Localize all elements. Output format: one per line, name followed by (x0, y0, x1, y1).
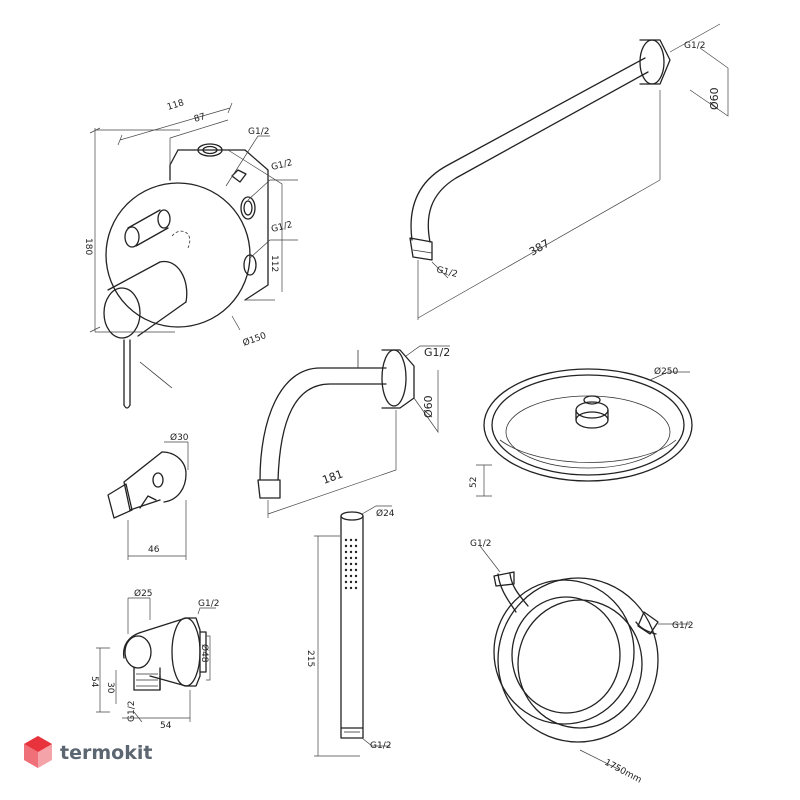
wall-outlet-labels: Ø25 Ø48 54 30 54 G1/2 G1/2 (89, 588, 219, 731)
watermark: termokit (24, 736, 152, 768)
hose-thread-left: G1/2 (470, 539, 491, 549)
outlet-diameter-48: Ø48 (199, 644, 210, 663)
mixer-drawing (89, 102, 298, 409)
cube-logo-icon (24, 736, 52, 768)
spout-diameter-60: Ø60 (422, 395, 435, 418)
holder-diameter-30: Ø30 (170, 432, 189, 443)
arm-thread-bottom: G1/2 (435, 265, 458, 280)
holder-drawing (107, 441, 189, 560)
hose-drawing (479, 545, 690, 771)
shower-arm-drawing (409, 23, 729, 320)
hose-length: 1750mm (603, 758, 643, 786)
hand-thread: G1/2 (370, 741, 391, 751)
overhead-diameter-250: Ø250 (654, 366, 679, 377)
overhead-height-52: 52 (469, 477, 479, 488)
spout-thread: G1/2 (424, 346, 450, 359)
outlet-width-54: 54 (160, 721, 172, 731)
nozzle-dots (344, 538, 358, 590)
holder-width-46: 46 (148, 545, 160, 555)
outlet-height-30: 30 (105, 682, 115, 694)
mixer-thread-2: G1/2 (270, 158, 293, 173)
mixer-height-112: 112 (269, 255, 279, 272)
spout-labels: 181 Ø60 G1/2 (321, 346, 451, 487)
arm-thread-top: G1/2 (684, 41, 705, 51)
mixer-height-180: 180 (83, 238, 93, 255)
outlet-diameter-25: Ø25 (134, 588, 153, 599)
outlet-thread-bottom: G1/2 (127, 701, 137, 722)
hand-diameter-24: Ø24 (376, 508, 395, 519)
hand-length-215: 215 (305, 650, 315, 667)
hand-shower-drawing (314, 505, 392, 757)
spout-length-181: 181 (321, 467, 345, 486)
spout-drawing (257, 345, 450, 518)
hose-labels: G1/2 G1/2 1750mm (470, 539, 693, 786)
hose-thread-right: G1/2 (672, 621, 693, 631)
mixer-labels: 118 87 180 112 Ø150 G1/2 G1/2 G1/2 (83, 98, 294, 349)
overhead-shower-drawing (476, 368, 693, 497)
wall-outlet-drawing (96, 597, 216, 723)
mixer-thread-1: G1/2 (248, 127, 269, 137)
overhead-shower-labels: Ø250 52 (469, 366, 679, 488)
shower-arm-labels: 387 Ø60 G1/2 G1/2 (435, 41, 721, 280)
outlet-thread-right: G1/2 (198, 599, 219, 609)
hand-shower-labels: Ø24 215 G1/2 (305, 508, 395, 751)
outlet-height-54: 54 (89, 676, 99, 688)
mixer-width-118: 118 (166, 98, 186, 113)
mixer-diameter-150: Ø150 (241, 330, 268, 349)
watermark-text: termokit (60, 742, 152, 764)
mixer-width-87: 87 (193, 112, 207, 125)
arm-length-387: 387 (527, 237, 552, 259)
arm-diameter-60: Ø60 (708, 87, 721, 110)
holder-labels: Ø30 46 (148, 432, 189, 555)
